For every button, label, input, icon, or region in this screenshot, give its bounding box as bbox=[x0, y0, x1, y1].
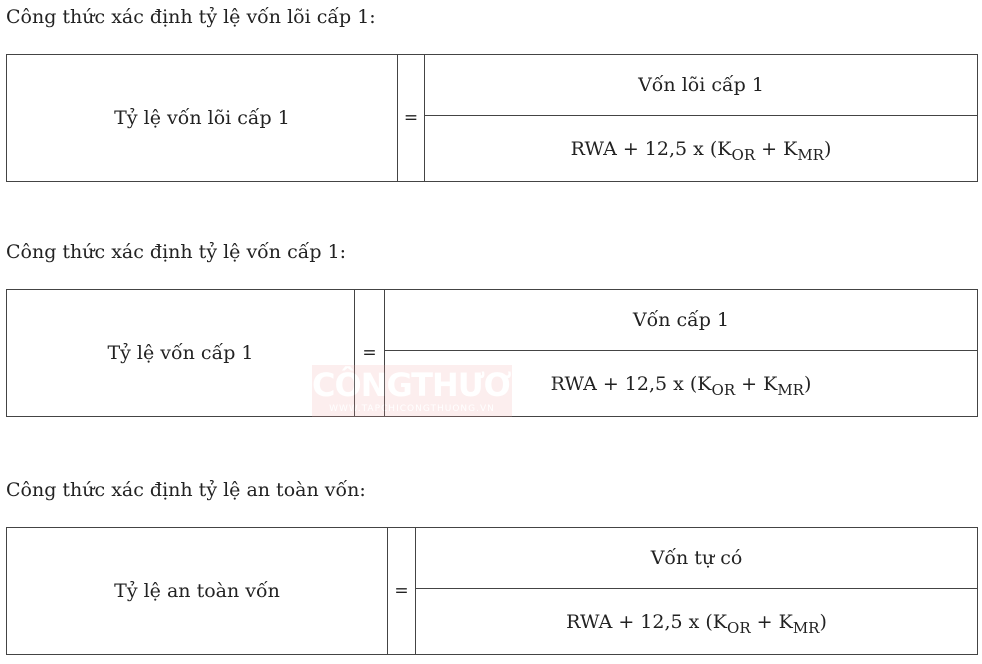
equals-sign: = bbox=[354, 289, 385, 417]
section-2-heading: Công thức xác định tỷ lệ vốn cấp 1: bbox=[6, 241, 347, 263]
numerator: Vốn tự có bbox=[415, 527, 978, 589]
ratio-label: Tỷ lệ vốn cấp 1 bbox=[6, 289, 355, 417]
watermark-background bbox=[312, 365, 512, 417]
subscript-mr: MR bbox=[797, 145, 824, 164]
denominator: RWA + 12,5 x (KOR + KMR) bbox=[415, 588, 978, 655]
denominator-middle: + K bbox=[755, 137, 798, 160]
subscript-mr: MR bbox=[792, 618, 820, 637]
denominator: RWA + 12,5 x (KOR + KMR) bbox=[384, 350, 978, 417]
equals-sign: = bbox=[387, 527, 416, 655]
denominator-prefix: RWA + 12,5 x (K bbox=[566, 610, 728, 633]
denominator-suffix: ) bbox=[823, 137, 832, 160]
section-1-heading: Công thức xác định tỷ lệ vốn lõi cấp 1: bbox=[6, 6, 376, 28]
section-3-heading: Công thức xác định tỷ lệ an toàn vốn: bbox=[6, 479, 366, 501]
formula-table-core-tier1: Tỷ lệ vốn lõi cấp 1 = Vốn lõi cấp 1 RWA … bbox=[6, 54, 978, 182]
denominator-suffix: ) bbox=[819, 610, 827, 633]
watermark-logo: CÔNGTHƯƠNG WWW.TAPCHICONGTHUONG.VN bbox=[312, 365, 563, 417]
subscript-or: OR bbox=[711, 380, 736, 399]
formula-table-tier1: Tỷ lệ vốn cấp 1 = Vốn cấp 1 RWA + 12,5 x… bbox=[6, 289, 978, 417]
equals-sign: = bbox=[397, 54, 425, 182]
ratio-label: Tỷ lệ an toàn vốn bbox=[6, 527, 388, 655]
ratio-label: Tỷ lệ vốn lõi cấp 1 bbox=[6, 54, 398, 182]
subscript-or: OR bbox=[727, 618, 751, 637]
denominator-prefix: RWA + 12,5 x (K bbox=[570, 137, 732, 160]
denominator-suffix: ) bbox=[803, 372, 812, 395]
formula-table-capital-adequacy: Tỷ lệ an toàn vốn = Vốn tự có RWA + 12,5… bbox=[6, 527, 978, 655]
numerator: Vốn lõi cấp 1 bbox=[424, 54, 978, 116]
denominator-prefix: RWA + 12,5 x (K bbox=[550, 372, 712, 395]
subscript-mr: MR bbox=[777, 380, 804, 399]
subscript-or: OR bbox=[731, 145, 756, 164]
watermark-main-text: CÔNGTHƯƠNG bbox=[312, 366, 563, 404]
watermark-url-text: WWW.TAPCHICONGTHUONG.VN bbox=[329, 404, 495, 414]
denominator-middle: + K bbox=[750, 610, 793, 633]
denominator: RWA + 12,5 x (KOR + KMR) bbox=[424, 115, 978, 182]
numerator: Vốn cấp 1 bbox=[384, 289, 978, 351]
denominator-middle: + K bbox=[735, 372, 778, 395]
